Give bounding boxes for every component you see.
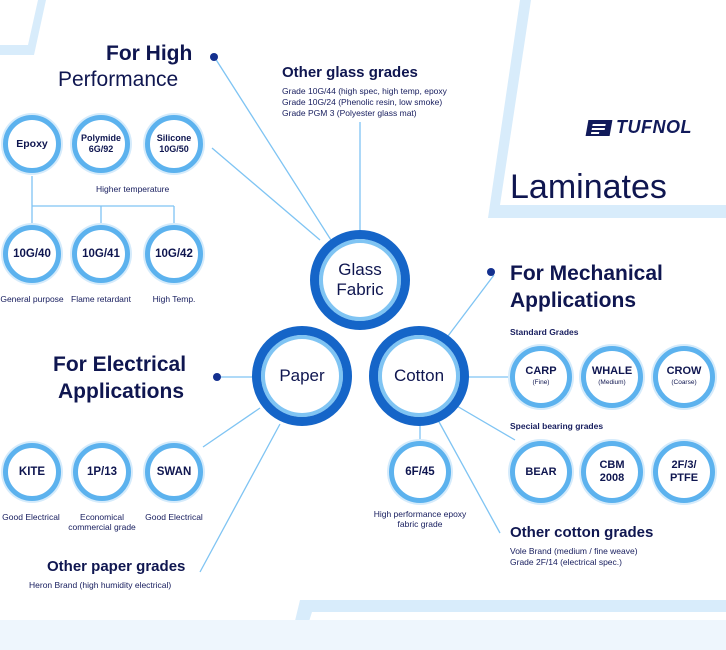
grade-kite-caption: Good Electrical bbox=[2, 512, 60, 522]
grade-10g41: 10G/41 bbox=[72, 225, 130, 283]
electrical-heading: For Electrical bbox=[53, 353, 187, 376]
brand-name: TUFNOL bbox=[616, 117, 692, 137]
grade-bear: BEAR bbox=[510, 441, 572, 503]
grade-1p13-label: 1P/13 bbox=[86, 466, 118, 478]
grade-cbm-2008: CBM 2008 bbox=[581, 441, 643, 503]
grade-carp: CARP (Fine) bbox=[510, 346, 572, 408]
grade-kite: KITE bbox=[3, 443, 61, 501]
mechanical-heading-line2: Applications bbox=[510, 289, 637, 312]
grade-whale-label: WHALE bbox=[591, 365, 633, 377]
grade-10g42-caption: High Temp. bbox=[152, 294, 196, 304]
special-bearing-label: Special bearing grades bbox=[510, 421, 604, 431]
other-glass-line: Grade 10G/24 (Phenolic resin, low smoke) bbox=[282, 97, 443, 107]
other-cotton-heading: Other cotton grades bbox=[510, 524, 654, 541]
hub-paper: Paper bbox=[252, 326, 352, 426]
other-cotton-line: Grade 2F/14 (electrical spec.) bbox=[510, 557, 622, 567]
hub-glass-fabric: Glass Fabric bbox=[310, 230, 410, 330]
grade-10g42: 10G/42 bbox=[145, 225, 203, 283]
grade-10g40-label: 10G/40 bbox=[13, 248, 51, 260]
mechanical-heading: For Mechanical bbox=[510, 262, 663, 285]
resin-silicone: Silicone 10G/50 bbox=[145, 115, 203, 173]
other-paper-heading: Other paper grades bbox=[47, 558, 186, 575]
other-glass-heading: Other glass grades bbox=[282, 64, 418, 81]
grade-1p13: 1P/13 bbox=[73, 443, 131, 501]
grade-10g40: 10G/40 bbox=[3, 225, 61, 283]
high-performance-heading: For High bbox=[106, 42, 193, 65]
grade-swan: SWAN bbox=[145, 443, 203, 501]
standard-grades-label: Standard Grades bbox=[510, 327, 579, 337]
resin-epoxy-label: Epoxy bbox=[16, 138, 48, 150]
grade-6f45: 6F/45 bbox=[389, 441, 451, 503]
mechanical-dot bbox=[487, 268, 495, 276]
tufnol-logo-icon bbox=[585, 119, 613, 136]
grade-bear-label: BEAR bbox=[525, 466, 557, 478]
grade-10g40-caption: General purpose bbox=[0, 294, 64, 304]
resin-epoxy: Epoxy bbox=[3, 115, 61, 173]
hub-cotton: Cotton bbox=[369, 326, 469, 426]
grade-crow-label: CROW bbox=[666, 365, 702, 377]
higher-temperature-label: Higher temperature bbox=[96, 184, 170, 194]
other-glass-line: Grade 10G/44 (high spec, high temp, epox… bbox=[282, 86, 447, 96]
grade-2f3-ptfe: 2F/3/ PTFE bbox=[653, 441, 715, 503]
resin-polymide-label: Polymide 6G/92 bbox=[80, 133, 121, 154]
grade-swan-label: SWAN bbox=[156, 466, 192, 478]
electrical-heading-line2: Applications bbox=[58, 380, 185, 403]
other-glass-line: Grade PGM 3 (Polyester glass mat) bbox=[282, 108, 417, 118]
grade-carp-label: CARP bbox=[525, 365, 557, 377]
other-cotton-line: Vole Brand (medium / fine weave) bbox=[510, 546, 638, 556]
grade-swan-caption: Good Electrical bbox=[145, 512, 203, 522]
grade-10g41-caption: Flame retardant bbox=[71, 294, 131, 304]
hub-cotton-label: Cotton bbox=[393, 366, 445, 385]
tufnol-logo: TUFNOL bbox=[585, 117, 692, 138]
high-performance-dot bbox=[210, 53, 218, 61]
hub-glass-fabric-label: Glass Fabric bbox=[336, 260, 384, 299]
grade-6f45-label: 6F/45 bbox=[405, 466, 435, 478]
other-paper-line: Heron Brand (high humidity electrical) bbox=[29, 580, 172, 590]
grade-whale-sub: (Medium) bbox=[598, 379, 626, 386]
electrical-dot bbox=[213, 373, 221, 381]
grade-10g41-label: 10G/41 bbox=[82, 248, 120, 260]
grade-carp-sub: (Fine) bbox=[532, 379, 550, 386]
grade-kite-label: KITE bbox=[18, 466, 46, 478]
grade-crow: CROW (Coarse) bbox=[653, 346, 715, 408]
grade-1p13-caption: Economical commercial grade bbox=[68, 512, 136, 532]
grade-2f3-ptfe-label: 2F/3/ PTFE bbox=[669, 459, 699, 484]
grade-whale: WHALE (Medium) bbox=[581, 346, 643, 408]
page-title: Laminates bbox=[510, 168, 667, 206]
grade-10g42-label: 10G/42 bbox=[155, 248, 193, 260]
grade-crow-sub: (Coarse) bbox=[671, 379, 697, 386]
high-performance-heading-line2: Performance bbox=[58, 68, 179, 91]
grade-cbm-2008-label: CBM 2008 bbox=[599, 459, 625, 484]
resin-silicone-label: Silicone 10G/50 bbox=[156, 133, 192, 154]
hub-paper-label: Paper bbox=[279, 366, 325, 385]
resin-polymide: Polymide 6G/92 bbox=[72, 115, 130, 173]
grade-6f45-caption: High performance epoxy fabric grade bbox=[373, 509, 467, 529]
